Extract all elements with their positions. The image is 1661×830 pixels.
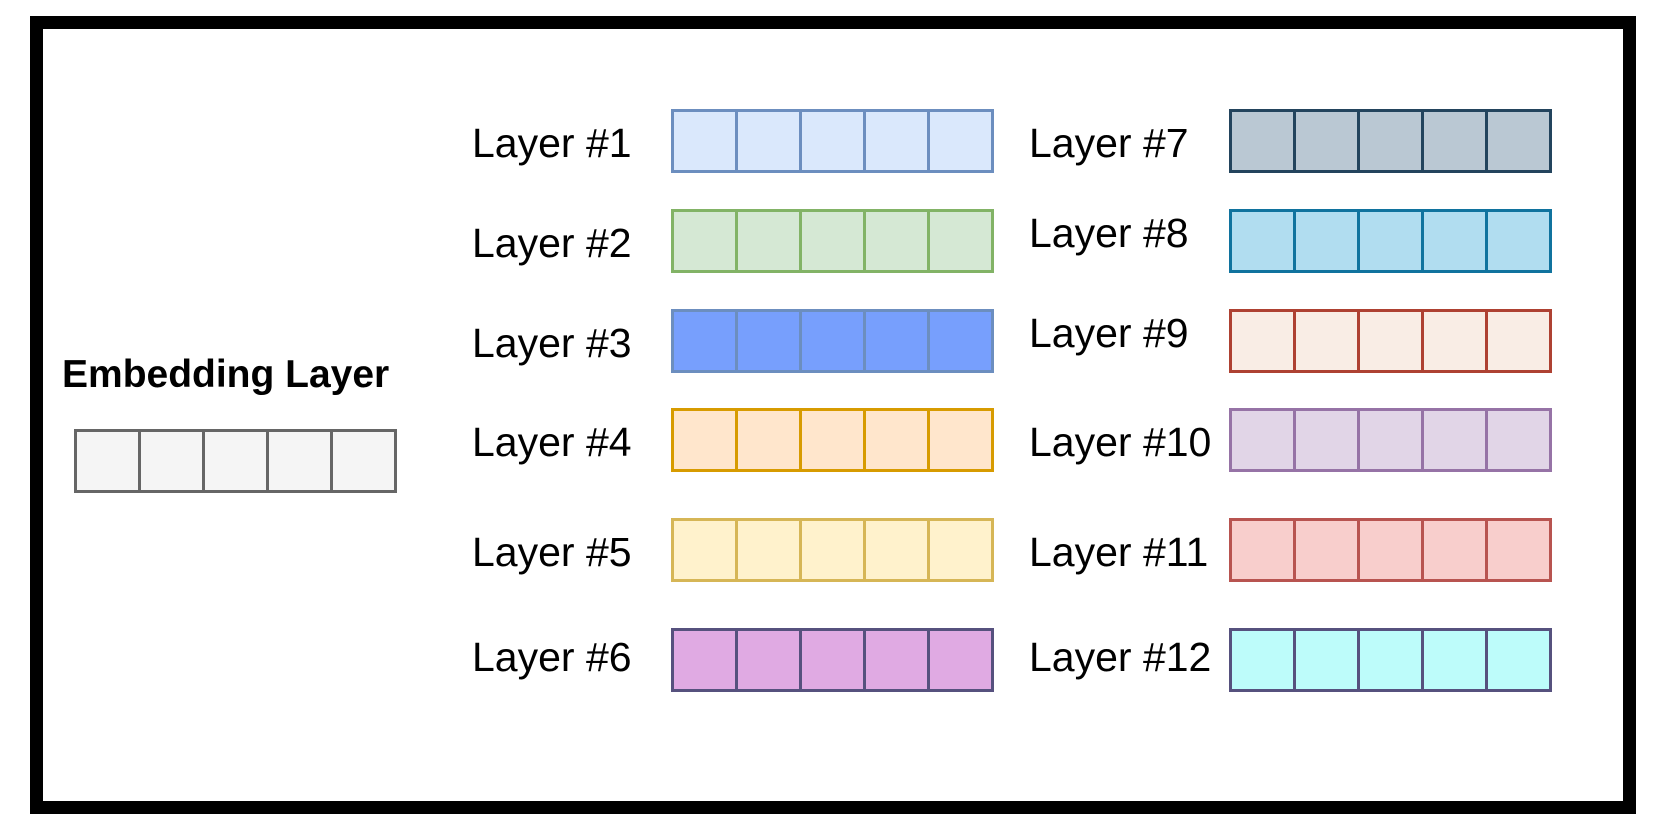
layer-cell xyxy=(1296,212,1360,270)
layer-vector xyxy=(671,109,994,173)
layer-cell xyxy=(1232,411,1296,469)
layer-label: Layer #12 xyxy=(1029,634,1212,680)
layer-vector xyxy=(1229,518,1552,582)
layer-cell xyxy=(1232,112,1296,170)
layer-cell xyxy=(930,212,991,270)
layer-cell xyxy=(674,631,738,689)
layer-cell xyxy=(930,312,991,370)
layer-cell xyxy=(802,631,866,689)
layer-cell xyxy=(1488,521,1549,579)
layer-cell xyxy=(1296,112,1360,170)
layer-cell xyxy=(738,631,802,689)
layer-cell xyxy=(802,112,866,170)
layer-cell xyxy=(930,411,991,469)
layer-cell xyxy=(1360,312,1424,370)
embedding-cell xyxy=(77,432,141,490)
layer-label: Layer #7 xyxy=(1029,120,1189,166)
layer-label: Layer #6 xyxy=(472,634,632,680)
diagram-frame: Embedding Layer Layer #1 Layer #2 Layer #3… xyxy=(30,16,1636,814)
layer-cell xyxy=(1296,521,1360,579)
layer-cell xyxy=(1360,112,1424,170)
layer-cell xyxy=(674,411,738,469)
embedding-layer-title: Embedding Layer xyxy=(62,353,390,396)
layer-cell xyxy=(866,411,930,469)
layer-cell xyxy=(802,521,866,579)
layer-vector xyxy=(1229,628,1552,692)
layer-label: Layer #4 xyxy=(472,419,632,465)
layer-vector xyxy=(671,209,994,273)
layer-cell xyxy=(1296,312,1360,370)
layer-vector xyxy=(1229,408,1552,472)
layer-cell xyxy=(1424,411,1488,469)
layer-label: Layer #9 xyxy=(1029,310,1189,356)
layer-cell xyxy=(738,112,802,170)
layer-label: Layer #1 xyxy=(472,120,632,166)
layer-cell xyxy=(866,631,930,689)
layer-cell xyxy=(930,521,991,579)
layer-cell xyxy=(1296,631,1360,689)
layer-cell xyxy=(1488,112,1549,170)
layer-cell xyxy=(802,212,866,270)
layer-cell xyxy=(1232,631,1296,689)
layer-cell xyxy=(802,312,866,370)
layer-vector xyxy=(671,628,994,692)
layer-cell xyxy=(1360,411,1424,469)
layer-cell xyxy=(802,411,866,469)
layer-cell xyxy=(1360,631,1424,689)
layer-cell xyxy=(1488,212,1549,270)
layer-label: Layer #5 xyxy=(472,529,632,575)
layer-label: Layer #10 xyxy=(1029,419,1212,465)
layer-label: Layer #2 xyxy=(472,220,632,266)
layer-cell xyxy=(674,112,738,170)
layer-cell xyxy=(674,521,738,579)
layer-cell xyxy=(1488,411,1549,469)
layer-label: Layer #8 xyxy=(1029,210,1189,256)
layer-cell xyxy=(866,521,930,579)
layer-cell xyxy=(866,312,930,370)
layer-label: Layer #3 xyxy=(472,320,632,366)
layer-cell xyxy=(674,212,738,270)
embedding-cell xyxy=(141,432,205,490)
layer-cell xyxy=(1232,312,1296,370)
layer-vector xyxy=(671,408,994,472)
layer-cell xyxy=(1424,112,1488,170)
layer-cell xyxy=(930,631,991,689)
layer-cell xyxy=(1488,312,1549,370)
layer-cell xyxy=(738,212,802,270)
layer-cell xyxy=(1424,312,1488,370)
embedding-cell xyxy=(269,432,333,490)
layer-cell xyxy=(738,521,802,579)
layer-cell xyxy=(1360,521,1424,579)
layer-cell xyxy=(1360,212,1424,270)
layer-cell xyxy=(866,212,930,270)
layer-vector xyxy=(1229,109,1552,173)
layer-vector xyxy=(671,518,994,582)
layer-cell xyxy=(1488,631,1549,689)
layer-cell xyxy=(1424,631,1488,689)
layer-cell xyxy=(1424,212,1488,270)
embedding-vector xyxy=(74,429,397,493)
layer-cell xyxy=(1296,411,1360,469)
layer-vector xyxy=(671,309,994,373)
embedding-cell xyxy=(205,432,269,490)
layer-cell xyxy=(866,112,930,170)
layer-cell xyxy=(1232,521,1296,579)
layer-vector xyxy=(1229,309,1552,373)
layer-cell xyxy=(738,312,802,370)
layer-cell xyxy=(738,411,802,469)
layer-vector xyxy=(1229,209,1552,273)
embedding-cell xyxy=(333,432,394,490)
layer-cell xyxy=(1232,212,1296,270)
layer-label: Layer #11 xyxy=(1029,529,1209,575)
layer-cell xyxy=(930,112,991,170)
layer-cell xyxy=(674,312,738,370)
layer-cell xyxy=(1424,521,1488,579)
